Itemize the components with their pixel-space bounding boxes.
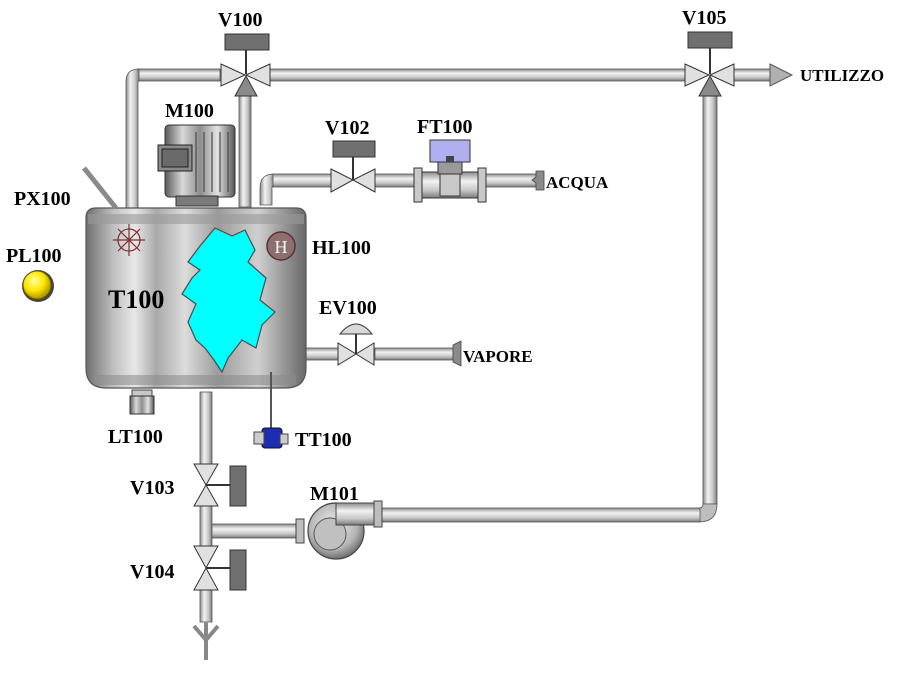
pipe-return-vertical xyxy=(702,91,718,505)
valve-v100[interactable] xyxy=(220,33,271,97)
label-m100: M100 xyxy=(165,100,214,122)
valve-v102[interactable] xyxy=(330,140,376,193)
liquid-level-window xyxy=(181,227,276,374)
pl100-lamp[interactable] xyxy=(22,270,54,302)
pump-m101[interactable] xyxy=(295,500,383,560)
utilizzo-arrow-icon xyxy=(769,63,794,87)
label-v105: V105 xyxy=(682,7,726,29)
hl100-symbol: H xyxy=(275,237,288,257)
pipe-acqua-right xyxy=(483,173,537,188)
tank-t100[interactable]: H T100 xyxy=(82,166,307,449)
pipe-acqua-left xyxy=(272,173,332,188)
label-lt100: LT100 xyxy=(108,426,163,448)
pipe-utilizzo xyxy=(731,68,771,82)
label-v103: V103 xyxy=(130,477,174,499)
acqua-inlet-arrow-icon xyxy=(531,170,545,191)
label-px100: PX100 xyxy=(14,188,71,210)
tank-bottom-band xyxy=(96,375,296,385)
label-tt100: TT100 xyxy=(295,429,352,451)
label-ev100: EV100 xyxy=(319,297,377,319)
pipe-m101-outlet xyxy=(379,507,701,523)
motor-m100[interactable] xyxy=(157,124,236,207)
label-m101: M101 xyxy=(310,483,359,505)
pipe-drain-bottom xyxy=(199,589,213,623)
hl100-level-switch[interactable]: H xyxy=(266,231,296,261)
label-utilizzo: UTILIZZO xyxy=(800,66,884,85)
pipe-v100-down xyxy=(238,94,252,208)
pipe-v100-left-elbow xyxy=(125,68,140,211)
valve-v105[interactable] xyxy=(684,31,735,97)
flowmeter-ft100[interactable] xyxy=(413,139,487,203)
label-v104: V104 xyxy=(130,561,174,583)
pipe-drain-vertical xyxy=(199,391,213,465)
pipe-drain-mid xyxy=(199,505,213,547)
pipe-network xyxy=(125,68,771,660)
pipe-pump-inlet xyxy=(211,523,303,539)
pipe-return-elbow xyxy=(698,503,718,523)
valve-ev100[interactable] xyxy=(337,323,375,366)
lt100-transmitter-icon[interactable] xyxy=(129,389,155,415)
valve-v103[interactable] xyxy=(193,463,247,507)
vapore-inlet-arrow-icon xyxy=(452,340,462,367)
label-pl100: PL100 xyxy=(6,245,62,267)
pipe-top-main xyxy=(269,68,691,82)
valve-v104[interactable] xyxy=(193,545,247,591)
px100-sensor-icon[interactable] xyxy=(113,224,145,256)
pipe-vapore-right xyxy=(374,347,454,361)
tank-label: T100 xyxy=(108,285,164,314)
drain-outlet-icon xyxy=(192,622,220,660)
pipe-v100-left xyxy=(137,68,221,82)
tank-top-band xyxy=(88,214,304,224)
pipe-acqua-elbow xyxy=(259,173,275,206)
label-v102: V102 xyxy=(325,117,369,139)
px100-probe xyxy=(82,166,118,210)
tt100-transmitter-icon[interactable] xyxy=(253,372,289,449)
label-vapore: VAPORE xyxy=(463,347,533,366)
label-ft100: FT100 xyxy=(417,116,473,138)
label-acqua: ACQUA xyxy=(546,173,609,192)
label-hl100: HL100 xyxy=(312,237,371,259)
label-v100: V100 xyxy=(218,9,262,31)
pipe-acqua-mid xyxy=(373,173,421,188)
